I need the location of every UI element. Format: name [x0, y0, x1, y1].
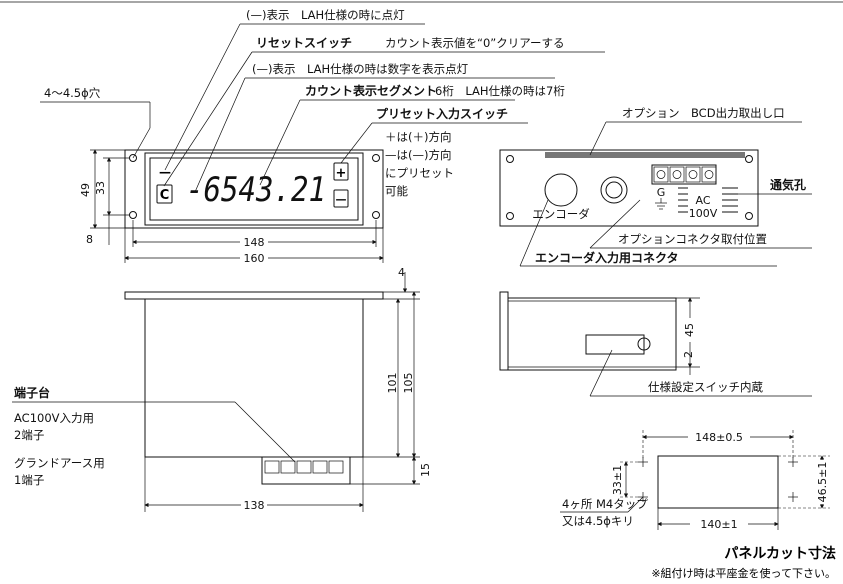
terminal-screws	[653, 166, 717, 183]
callout-reset-switch-desc: カウント表示値を“0”クリアーする	[385, 36, 565, 50]
encoder-connector-inner	[605, 181, 623, 199]
count-display: -6543.21	[186, 170, 326, 210]
callout-count-segment-desc: 6桁 LAH仕様の時は7桁	[435, 84, 565, 98]
bcd-output-slot	[545, 152, 745, 158]
dim-side-h2: 105	[402, 373, 415, 394]
panel-cut-note: ※組付け時は平座金を使って下さい。	[651, 566, 836, 580]
panel-cut-title: パネルカット寸法	[724, 545, 836, 562]
rear-side-bezel	[499, 291, 509, 371]
dim-front-bottom: 8	[86, 233, 93, 246]
tap-marker-icon	[638, 457, 798, 502]
mount-hole-icon	[129, 154, 137, 162]
mount-hole-icon	[129, 211, 137, 219]
callout-encoder-connector: エンコーダ入力用コネクタ	[535, 250, 679, 265]
front-window	[149, 157, 359, 221]
mount-hole-icon	[506, 155, 514, 163]
terminal-g-label: G	[657, 186, 666, 199]
callout-minus-digit: (—)表示 LAH仕様の時は数字を表示点灯	[252, 62, 469, 76]
setting-switch-knob	[637, 337, 651, 351]
terminal-100v-label: 100V	[689, 207, 718, 220]
front-window-frame	[144, 152, 364, 226]
preset-minus-key[interactable]	[333, 189, 349, 208]
dim-cut-h-outer: 46.5±1	[816, 462, 829, 503]
plus-key-label: +	[336, 166, 347, 181]
callout-hole: 4～4.5ϕ穴	[44, 86, 101, 100]
ground-icon	[655, 198, 667, 210]
callout-option-connector: オプションコネクタ取付位置	[618, 232, 767, 246]
callout-reset-switch: リセットスイッチ	[256, 36, 352, 50]
minus-lamp: —	[159, 165, 171, 179]
front-bezel	[124, 149, 384, 229]
dim-cut-w: 148±0.5	[695, 431, 743, 444]
preset-note-2: —は(—)方向	[385, 148, 451, 162]
rear-panel	[499, 149, 759, 227]
dim-cut-w-inner: 140±1	[700, 518, 737, 531]
encoder-connector	[600, 176, 628, 204]
panel-cut-opening	[657, 455, 779, 509]
side-terminal-block	[261, 456, 351, 485]
dim-front-w-outer: 160	[244, 252, 265, 265]
encoder	[544, 173, 578, 207]
callout-ground-2: 1端子	[14, 473, 44, 487]
dim-side-bottom: 15	[419, 463, 432, 477]
mount-hole-icon	[506, 212, 514, 220]
mount-hole-icon	[745, 212, 753, 220]
callout-terminal-block: 端子台	[14, 385, 50, 400]
callout-ac-input-2: 2端子	[14, 428, 44, 442]
dim-cut-h-inner: 33±1	[611, 465, 624, 495]
callout-tap-1: 4ヶ所 M4タップ	[562, 497, 648, 511]
callout-count-segment: カウント表示セグメント	[305, 83, 437, 98]
dim-front-h-outer: 49	[79, 183, 92, 197]
setting-switch	[585, 334, 645, 355]
callout-ground-1: グランドアース用	[14, 456, 105, 470]
dim-side-h1: 101	[386, 373, 399, 394]
callout-setting-switch: 仕様設定スイッチ内蔵	[648, 380, 763, 394]
dim-rear-h: 45	[683, 323, 696, 337]
callout-minus-lamp: (—)表示 LAH仕様の時に点灯	[246, 8, 405, 22]
terminal-ac-label: AC	[695, 194, 710, 207]
mount-hole-icon	[745, 155, 753, 163]
side-view: 4 101 105 15 138 端子台 AC100V入力用 2端子 グランドア…	[12, 266, 432, 512]
mount-hole-icon	[372, 211, 380, 219]
rear-view: エンコーダ G AC 100V	[499, 106, 812, 267]
callout-vent: 通気孔	[770, 177, 806, 192]
rear-side-view: 45 2 仕様設定スイッチ内蔵	[499, 291, 812, 397]
side-body	[144, 298, 364, 458]
minus-key-label: —	[336, 193, 347, 206]
callout-option-bcd: オプション BCD出力取出し口	[622, 106, 785, 120]
preset-note-1: ＋は(＋)方向	[385, 130, 451, 144]
side-bezel	[124, 291, 384, 300]
preset-note-4: 可能	[385, 184, 408, 198]
reset-key-label: C	[160, 188, 170, 203]
panel-cut-view: 148±0.5 33±1 46.5±1 140±1 4ヶ所 M4タップ 又は4.…	[560, 430, 836, 580]
dim-front-w-inner: 148	[244, 236, 265, 249]
dim-front-h-inner: 33	[94, 181, 107, 195]
rear-side-body	[507, 297, 677, 371]
dim-side-top: 4	[398, 266, 405, 279]
dim-side-w: 138	[244, 499, 265, 512]
preset-note-3: にプリセット	[385, 166, 454, 180]
mount-hole-icon	[372, 154, 380, 162]
callout-ac-input-1: AC100V入力用	[14, 411, 94, 425]
side-terminal-screws	[264, 460, 344, 474]
vent-slots	[678, 187, 738, 213]
callout-tap-2: 又は4.5ϕキリ	[562, 514, 634, 528]
encoder-label: エンコーダ	[532, 207, 590, 221]
front-view: — C -6543.21 + — 49 33 8 148 160	[40, 8, 605, 265]
dim-rear-bottom: 2	[682, 351, 695, 358]
callout-preset-switch: プリセット入力スイッチ	[376, 106, 508, 121]
